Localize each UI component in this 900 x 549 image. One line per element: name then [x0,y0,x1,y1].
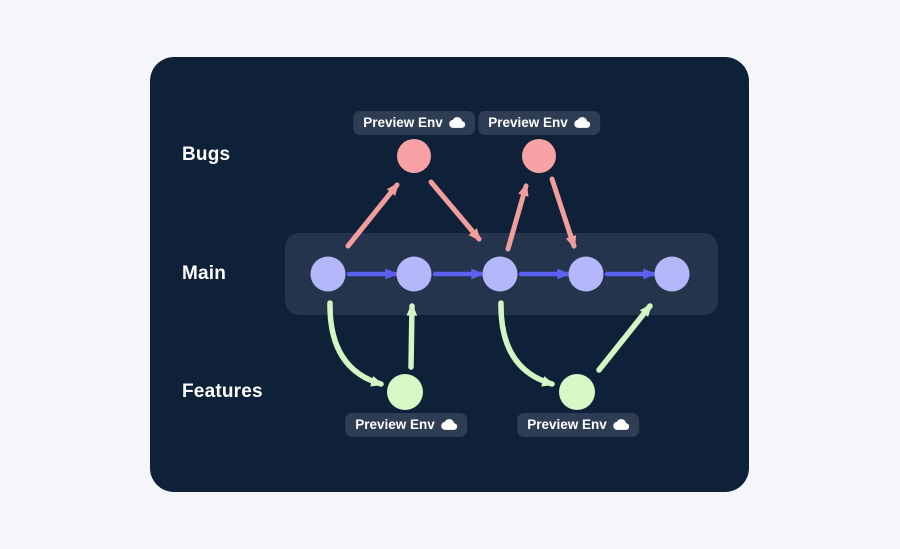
lane-label: Bugs [182,144,231,165]
cloud-icon [612,419,629,430]
feature-arrow [406,302,418,370]
main-commit-node [654,256,690,292]
feature-arrow [327,300,385,387]
lane-label: Main [182,263,227,284]
feature-commit-node [559,374,595,410]
badge-label: Preview Env [355,417,435,432]
bug-commit-node [522,139,556,173]
bug-arrow [549,176,577,250]
main-commit-node [568,256,604,292]
main-commit-node [396,256,432,292]
cloud-icon [440,419,457,430]
badge-label: Preview Env [527,417,607,432]
branch-diagram [285,139,718,410]
badge-label: Preview Env [363,115,443,130]
bug-arrow [345,182,400,249]
badge-label: Preview Env [488,115,568,130]
cloud-icon [573,117,590,128]
feature-arrow [596,303,653,373]
lane-label: Features [182,381,263,402]
feature-arrow [498,300,556,387]
branching-diagram-card: Bugs Main Features Preview Env Preview E… [150,57,749,492]
cloud-icon [448,117,465,128]
preview-env-badge: Preview Env [517,413,639,437]
bug-commit-node [397,139,431,173]
feature-commit-node [387,374,423,410]
main-commit-node [310,256,346,292]
main-commit-node [482,256,518,292]
preview-env-badge: Preview Env [353,111,475,135]
bug-arrow [428,179,482,242]
preview-env-badge: Preview Env [478,111,600,135]
bug-arrow [505,182,529,252]
preview-env-badge: Preview Env [345,413,467,437]
